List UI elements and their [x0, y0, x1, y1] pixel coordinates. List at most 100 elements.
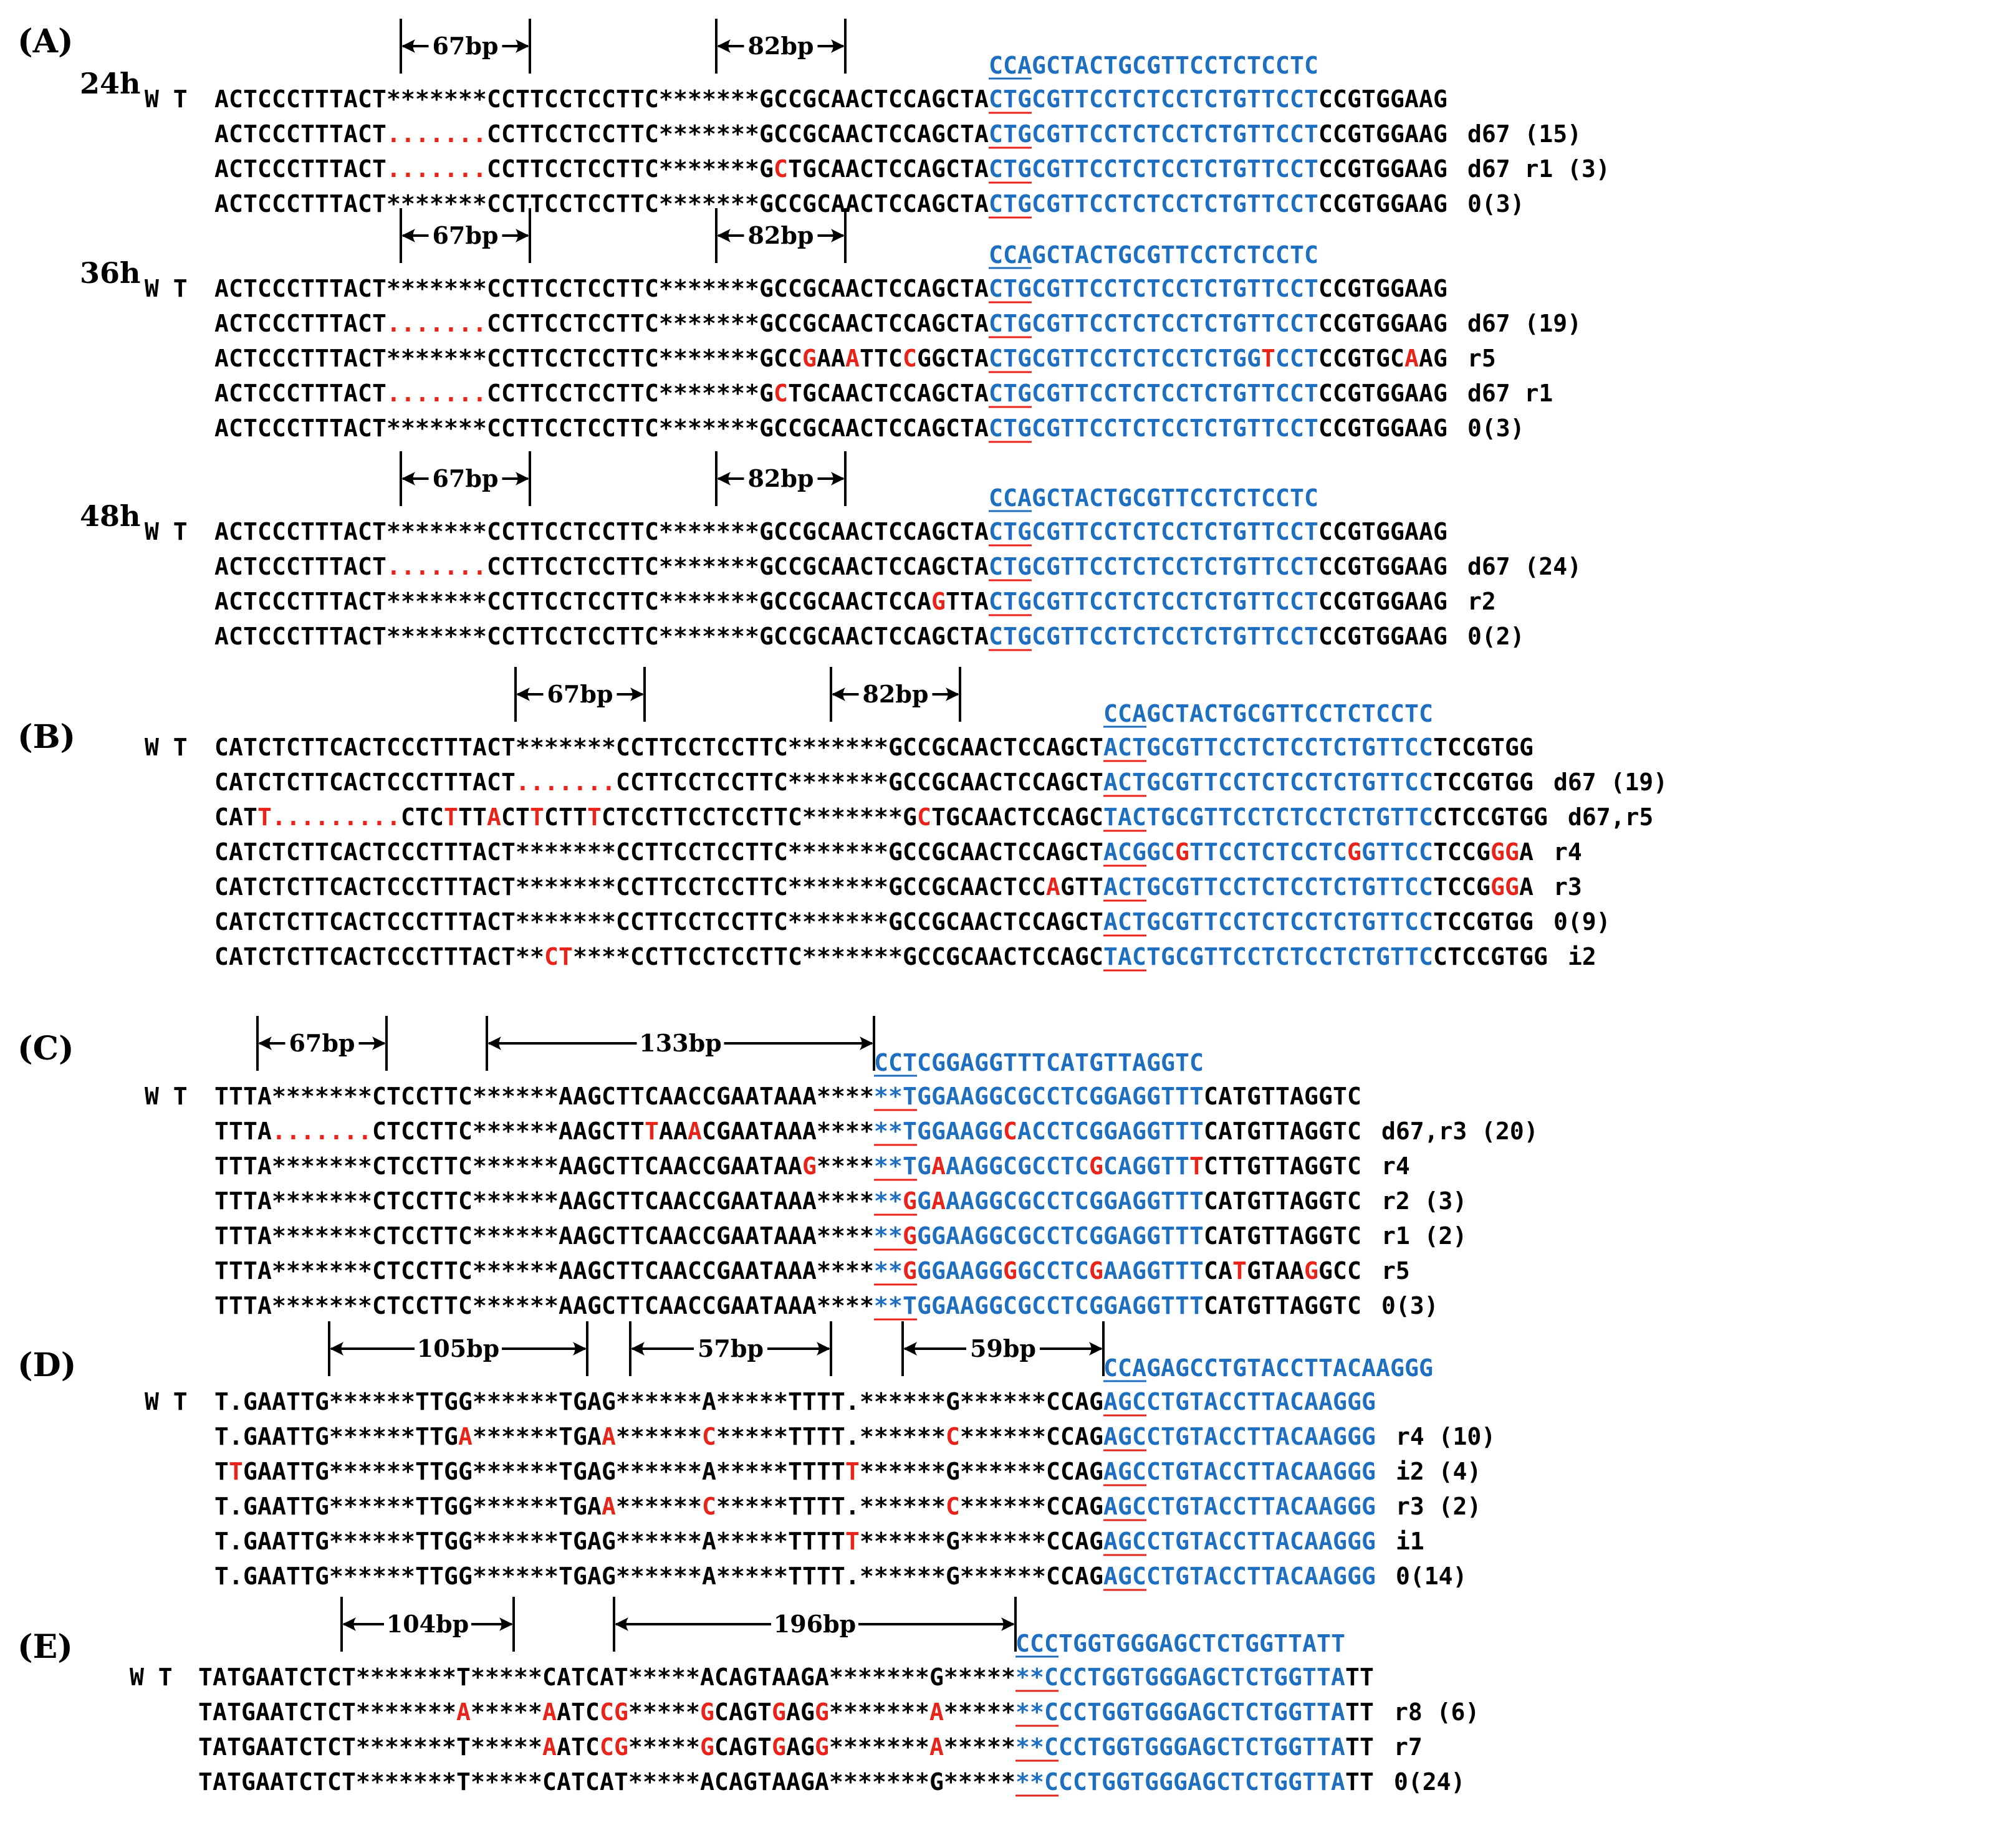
svg-text:T.GAATTG******TTGG******TGAG**: T.GAATTG******TTGG******TGAG******A*****…	[214, 1388, 1376, 1415]
svg-text:TTTA*******CTCCTTC******AAGCTT: TTTA*******CTCCTTC******AAGCTTCAACCGAATA…	[214, 1187, 1361, 1215]
sequence-row: T.GAATTG******TTGG******TGAA******C*****…	[214, 1493, 1376, 1521]
sequence-row: TTTA*******CTCCTTC******AAGCTTCAACCGAATA…	[214, 1187, 1361, 1216]
measure-bracket: 82bp	[715, 451, 847, 506]
sequence-row: TATGAATCTCT*******T*****CATCAT*****ACAGT…	[198, 1663, 1374, 1692]
variant-label: d67 r1 (3)	[1467, 155, 1610, 183]
time-label: 48h	[80, 499, 140, 533]
sequence-row: CATCTCTTCACTCCCTTTACT**CT****CCTTCCTCCTT…	[214, 943, 1548, 972]
measure-bracket: 67bp	[256, 1016, 388, 1071]
panel-label: (E)	[17, 1628, 73, 1666]
wt-label: W T	[130, 1663, 173, 1691]
sequence-row: TTTA*******CTCCTTC******AAGCTTCAACCGAATA…	[214, 1152, 1361, 1181]
variant-label: d67 (15)	[1467, 120, 1582, 148]
variant-label: d67 r1	[1467, 380, 1553, 407]
svg-text:CATCTCTTCACTCCCTTTACT*******CC: CATCTCTTCACTCCCTTTACT*******CCTTCCTCCTTC…	[214, 838, 1534, 866]
svg-text:TATGAATCTCT*******A*****AATCCG: TATGAATCTCT*******A*****AATCCG*****GCAGT…	[198, 1698, 1374, 1726]
sequence-row: T.GAATTG******TTGG******TGAG******A*****…	[214, 1528, 1376, 1556]
svg-text:T.GAATTG******TTGG******TGAG**: T.GAATTG******TTGG******TGAG******A*****…	[214, 1528, 1376, 1555]
measure-bracket: 82bp	[715, 208, 847, 263]
svg-text:TTTA*******CTCCTTC******AAGCTT: TTTA*******CTCCTTC******AAGCTTCAACCGAATA…	[214, 1083, 1361, 1110]
time-label: 36h	[80, 256, 140, 290]
sequence-row: CATCTCTTCACTCCCTTTACT*******CCTTCCTCCTTC…	[214, 734, 1534, 762]
sequence-row: ACTCCCTTTACT.......CCTTCCTCCTTC*******GC…	[214, 155, 1447, 184]
svg-text:TATGAATCTCT*******T*****CATCAT: TATGAATCTCT*******T*****CATCAT*****ACAGT…	[198, 1663, 1374, 1691]
svg-text:ACTCCCTTTACT.......CCTTCCTCCTT: ACTCCCTTTACT.......CCTTCCTCCTTC*******GC…	[214, 155, 1447, 183]
measure-label: 67bp	[547, 680, 613, 708]
sequence-row: ACTCCCTTTACT*******CCTTCCTCCTTC*******GC…	[214, 190, 1447, 219]
svg-text:TTTA*******CTCCTTC******AAGCTT: TTTA*******CTCCTTC******AAGCTTCAACCGAATA…	[214, 1257, 1361, 1285]
measure-bracket: 67bp	[514, 667, 646, 722]
svg-text:ACTCCCTTTACT*******CCTTCCTCCTT: ACTCCCTTTACT*******CCTTCCTCCTTC*******GC…	[214, 85, 1447, 113]
sequence-row: T.GAATTG******TTGG******TGAG******A*****…	[214, 1388, 1376, 1417]
svg-text:TTGAATTG******TTGG******TGAG**: TTGAATTG******TTGG******TGAG******A*****…	[214, 1458, 1376, 1485]
measure-label: 67bp	[289, 1029, 355, 1057]
sequence-row: ACTCCCTTTACT.......CCTTCCTCCTTC*******GC…	[214, 120, 1447, 149]
measure-label: 82bp	[747, 32, 814, 60]
guide-sequence: CCAGCTACTGCGTTCCTCTCCTC	[989, 52, 1318, 79]
svg-text:TTTA.......CTCCTTC******AAGCTT: TTTA.......CTCCTTC******AAGCTTTAAACGAATA…	[214, 1117, 1361, 1145]
variant-label: r8 (6)	[1394, 1698, 1479, 1726]
variant-label: 0(9)	[1553, 908, 1611, 936]
variant-label: i2 (4)	[1396, 1458, 1481, 1485]
sequence-row: TTTA.......CTCCTTC******AAGCTTTAAACGAATA…	[214, 1117, 1361, 1146]
sequence-row: TATGAATCTCT*******T*****AATCCG*****GCAGT…	[198, 1733, 1374, 1762]
guide-sequence: CCAGCTACTGCGTTCCTCTCCTC	[989, 241, 1318, 269]
variant-label: 0(3)	[1467, 414, 1525, 442]
svg-text:ACTCCCTTTACT.......CCTTCCTCCTT: ACTCCCTTTACT.......CCTTCCTCCTTC*******GC…	[214, 120, 1447, 148]
measure-bracket: 67bp	[400, 19, 531, 74]
guide-sequence: CCAGAGCCTGTACCTTACAAGGG	[1103, 1354, 1433, 1382]
measure-label: 82bp	[862, 680, 928, 708]
svg-text:T.GAATTG******TTGG******TGAG**: T.GAATTG******TTGG******TGAG******A*****…	[214, 1562, 1376, 1590]
variant-label: d67 (24)	[1467, 553, 1582, 580]
svg-text:ACTCCCTTTACT*******CCTTCCTCCTT: ACTCCCTTTACT*******CCTTCCTCCTTC*******GC…	[214, 588, 1447, 615]
wt-label: W T	[145, 1388, 188, 1415]
svg-text:ACTCCCTTTACT.......CCTTCCTCCTT: ACTCCCTTTACT.......CCTTCCTCCTTC*******GC…	[214, 380, 1447, 407]
variant-label: r3 (2)	[1396, 1493, 1481, 1520]
measure-bracket: 67bp	[400, 208, 531, 263]
svg-text:ACTCCCTTTACT*******CCTTCCTCCTT: ACTCCCTTTACT*******CCTTCCTCCTTC*******GC…	[214, 275, 1447, 302]
variant-label: 0(3)	[1381, 1292, 1439, 1319]
svg-text:TATGAATCTCT*******T*****CATCAT: TATGAATCTCT*******T*****CATCAT*****ACAGT…	[198, 1768, 1374, 1796]
panel-label: (C)	[17, 1030, 74, 1068]
svg-text:CATCTCTTCACTCCCTTTACT*******CC: CATCTCTTCACTCCCTTTACT*******CCTTCCTCCTTC…	[214, 734, 1534, 761]
guide-sequence: CCTCGGAGGTTTCATGTTAGGTC	[874, 1049, 1204, 1076]
svg-text:CATCTCTTCACTCCCTTTACT*******CC: CATCTCTTCACTCCCTTTACT*******CCTTCCTCCTTC…	[214, 873, 1534, 901]
guide-sequence: CCCTGGTGGGAGCTCTGGTTATT	[1015, 1630, 1345, 1657]
sequence-row: CATCTCTTCACTCCCTTTACT*******CCTTCCTCCTTC…	[214, 908, 1534, 937]
panel-label: (D)	[17, 1346, 76, 1384]
svg-text:TTTA*******CTCCTTC******AAGCTT: TTTA*******CTCCTTC******AAGCTTCAACCGAATA…	[214, 1152, 1361, 1180]
variant-label: r4 (10)	[1396, 1423, 1495, 1450]
measure-bracket: 196bp	[613, 1597, 1017, 1652]
time-label: 24h	[80, 67, 140, 100]
measure-bracket: 82bp	[830, 667, 961, 722]
measure-label: 67bp	[432, 221, 498, 249]
wt-label: W T	[145, 1083, 188, 1110]
variant-label: r1 (2)	[1381, 1222, 1467, 1250]
variant-label: r5	[1467, 345, 1496, 372]
sequence-row: CATT.........CTCTTTACTTCTTTCTCCTTCCTCCTT…	[214, 803, 1548, 832]
measure-label: 57bp	[698, 1334, 764, 1362]
sequence-row: ACTCCCTTTACT.......CCTTCCTCCTTC*******GC…	[214, 380, 1447, 408]
variant-label: i1	[1396, 1528, 1424, 1555]
sequence-row: TATGAATCTCT*******T*****CATCAT*****ACAGT…	[198, 1768, 1374, 1797]
variant-label: 0(24)	[1394, 1768, 1465, 1796]
variant-label: d67 (19)	[1467, 310, 1582, 337]
svg-text:ACTCCCTTTACT.......CCTTCCTCCTT: ACTCCCTTTACT.......CCTTCCTCCTTC*******GC…	[214, 553, 1447, 580]
measure-label: 133bp	[639, 1029, 721, 1057]
guide-sequence: CCAGCTACTGCGTTCCTCTCCTC	[989, 484, 1318, 512]
measure-bracket: 133bp	[486, 1016, 875, 1071]
measure-bracket: 67bp	[400, 451, 531, 506]
wt-label: W T	[145, 85, 188, 113]
svg-text:ACTCCCTTTACT*******CCTTCCTCCTT: ACTCCCTTTACT*******CCTTCCTCCTTC*******GC…	[214, 190, 1447, 218]
measure-bracket: 82bp	[715, 19, 847, 74]
svg-text:CATCTCTTCACTCCCTTTACT**CT****C: CATCTCTTCACTCCCTTTACT**CT****CCTTCCTCCTT…	[214, 943, 1548, 970]
sequence-row: CATCTCTTCACTCCCTTTACT*******CCTTCCTCCTTC…	[214, 873, 1534, 902]
variant-label: r7	[1394, 1733, 1423, 1761]
measure-label: 67bp	[432, 464, 498, 492]
wt-label: W T	[145, 275, 188, 302]
sequence-row: CATCTCTTCACTCCCTTTACT.......CCTTCCTCCTTC…	[214, 768, 1534, 797]
sequence-row: TTTA*******CTCCTTC******AAGCTTCAACCGAATA…	[214, 1257, 1361, 1286]
svg-text:ACTCCCTTTACT*******CCTTCCTCCTT: ACTCCCTTTACT*******CCTTCCTCCTTC*******GC…	[214, 414, 1447, 442]
